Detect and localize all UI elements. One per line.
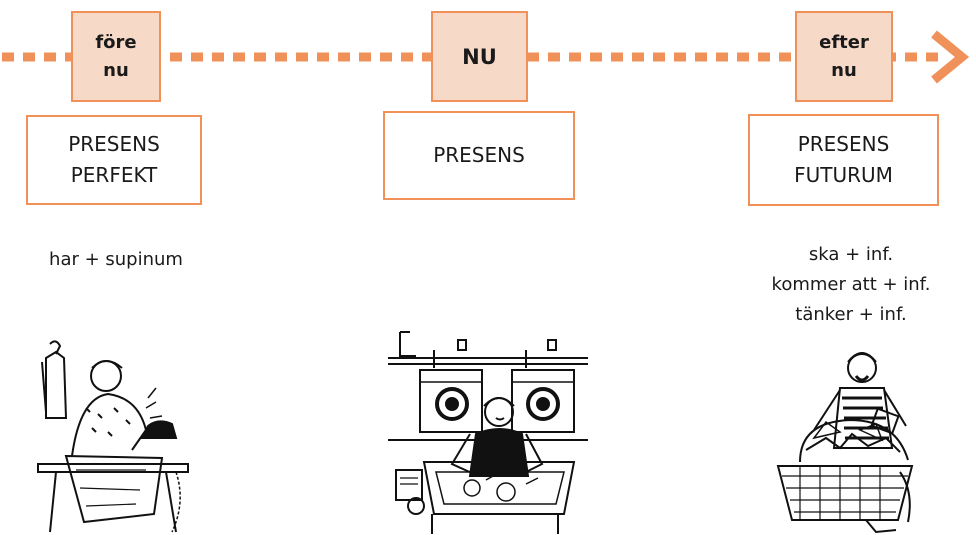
formula-line: ska + inf. (808, 244, 894, 265)
formula-line: tänker + inf. (795, 304, 907, 325)
tense-line1: PRESENS (797, 132, 890, 156)
marker-before-now: före nu (71, 11, 161, 102)
timeline-arrowhead (931, 30, 970, 84)
marker-before-now-line2: nu (103, 59, 129, 81)
tense-box-presens-futurum: PRESENS FUTURUM (748, 114, 939, 206)
tense-line2: PERFEKT (70, 163, 158, 187)
tense-line1: PRESENS (68, 132, 160, 156)
marker-now: NU (431, 11, 528, 102)
marker-after-now-line1: efter (819, 31, 869, 53)
formula-presens-perfekt: har + supinum (10, 245, 222, 275)
marker-now-label: NU (462, 44, 497, 69)
formula-line: kommer att + inf. (771, 274, 931, 295)
tense-box-presens-perfekt: PRESENS PERFEKT (26, 115, 202, 205)
formula-line: har + supinum (49, 249, 183, 270)
marker-before-now-line1: före (95, 31, 137, 53)
marker-after-now: efter nu (795, 11, 893, 102)
tense-line2: FUTURUM (794, 163, 893, 187)
formula-presens-futurum: ska + inf. kommer att + inf. tänker + in… (726, 240, 976, 330)
tense-line1: PRESENS (433, 143, 525, 167)
marker-after-now-line2: nu (831, 59, 857, 81)
tense-box-presens: PRESENS (383, 111, 575, 200)
illustration-person-laundry-basket (770, 342, 920, 535)
illustration-person-ironing (36, 338, 196, 535)
illustration-person-washing-dishes (386, 320, 596, 535)
